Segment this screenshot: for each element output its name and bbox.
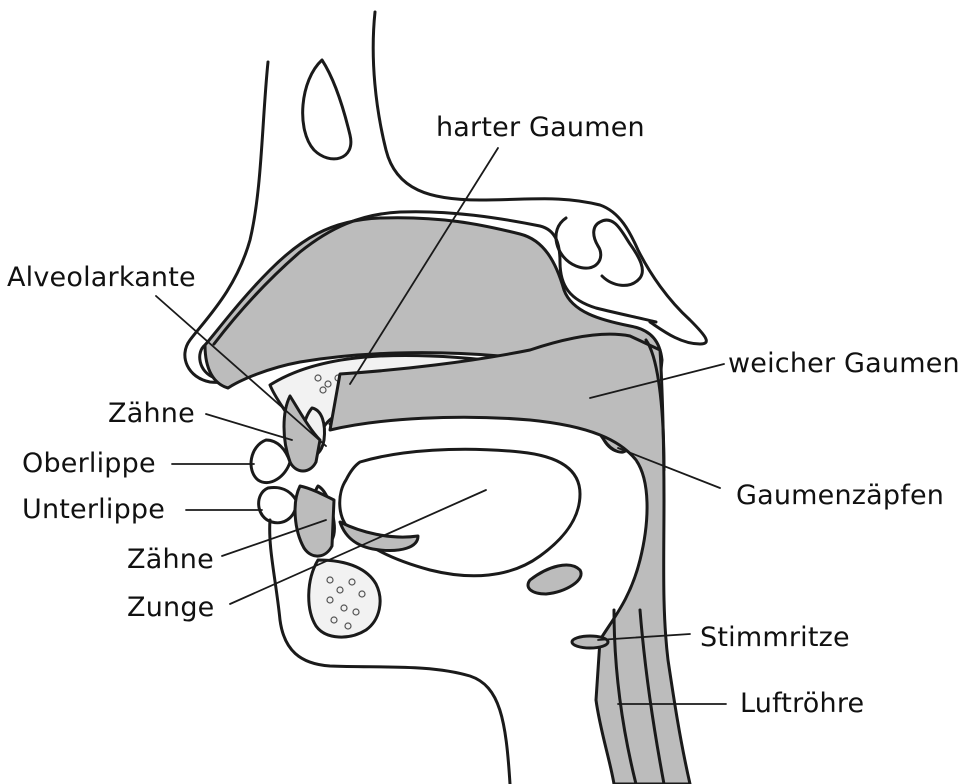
label-unterlippe: Unterlippe [22, 496, 165, 523]
upper-lip [251, 440, 290, 483]
label-alveolarkante: Alveolarkante [7, 264, 196, 291]
leader-gaumenzaepfchen [618, 448, 720, 488]
leader-zaehne-oben [206, 414, 292, 440]
nasal-concha-upper [303, 60, 351, 159]
jaw-bone [309, 560, 380, 637]
label-harter-gaumen: harter Gaumen [436, 114, 645, 141]
label-stimmritze: Stimmritze [700, 624, 850, 651]
lower-lip [259, 488, 297, 523]
label-zunge: Zunge [127, 594, 214, 621]
nasal-concha-middle [556, 218, 642, 285]
label-zaehne-unten: Zähne [127, 546, 214, 573]
epiglottis [528, 565, 581, 594]
glottis-ring [572, 636, 608, 648]
label-oberlippe: Oberlippe [22, 450, 156, 477]
label-weicher-gaumen: weicher Gaumen [728, 350, 960, 377]
lower-gum [295, 486, 334, 556]
label-luftroehre: Luftröhre [740, 690, 864, 717]
label-gaumenzaepfchen: Gaumenzäpfen [736, 482, 944, 509]
tongue [340, 449, 580, 576]
label-zaehne-oben: Zähne [108, 400, 195, 427]
